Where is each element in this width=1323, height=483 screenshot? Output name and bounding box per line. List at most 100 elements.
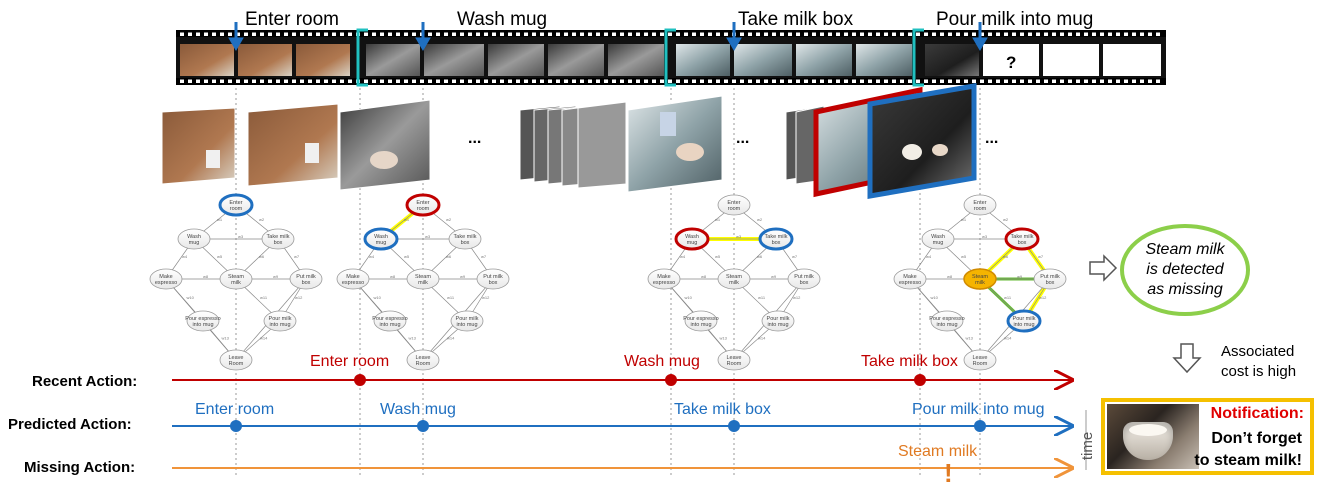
- graph-node-label: Pour espresso: [929, 316, 964, 322]
- graph-node-wash-mug: [921, 228, 955, 250]
- edge-weight-label: w8: [203, 274, 209, 279]
- edge-weight-label: w11: [260, 295, 268, 300]
- edge-weight-label: w9: [771, 274, 777, 279]
- graph-node-leave-room: [963, 349, 997, 371]
- graph-node-label: into mug: [456, 322, 477, 328]
- notification-line-2: to steam milk!: [1194, 452, 1302, 469]
- graph-node-label: Room: [416, 361, 431, 367]
- edge-weight-label: w3: [238, 234, 244, 239]
- edge-weight-label: w1: [217, 217, 223, 222]
- edge-weight-label: w13: [966, 336, 974, 341]
- edge-weight-label: w8: [390, 274, 396, 279]
- graph-node-take-milk-box: [448, 228, 482, 250]
- graph-node-label: Take milk: [454, 234, 477, 240]
- film-strip: ? Enter room Wash mug Take milk box Pour…: [176, 9, 1166, 87]
- graph-node-enter-room: [717, 194, 751, 216]
- graph-node-label: espresso: [155, 280, 177, 286]
- graph-node-put-milk-box: [1033, 268, 1067, 290]
- edge-weight-label: w7: [294, 254, 300, 259]
- graph-node-label: Pour milk: [456, 316, 479, 322]
- timeline-recent: Recent Action: Enter room Wash mug Take …: [32, 353, 1072, 390]
- graph-node-take-milk-box: [758, 227, 794, 251]
- graph-node-label: into mug: [690, 322, 711, 328]
- frames-take-milk-box: [676, 44, 912, 76]
- edge-weight-label: w10: [685, 295, 693, 300]
- edge-weight-label: w11: [758, 295, 766, 300]
- missing-action-marker: !: [944, 458, 953, 483]
- graph-node-label: Pour milk: [1013, 316, 1036, 322]
- graph-node-label: mug: [376, 240, 387, 246]
- image-stack-wash-mug: [339, 99, 431, 191]
- graph-node-enter-room: [405, 193, 441, 217]
- notification-line-1: Don’t forget: [1211, 430, 1302, 447]
- frame-unknown: [983, 44, 1039, 76]
- edge-weight-label: w7: [481, 254, 487, 259]
- recent-action-3: Take milk box: [861, 353, 958, 370]
- graph-node-label: mug: [687, 240, 698, 246]
- edge-weight-label: w9: [460, 274, 466, 279]
- graph-node-label: Room: [229, 361, 244, 367]
- graph-node-label: Take milk: [267, 234, 290, 240]
- graph-node-wash-mug: [177, 228, 211, 250]
- edge-weight-label: w3: [425, 234, 431, 239]
- edge-weight-label: w12: [793, 295, 801, 300]
- graph-node-make-espresso: [893, 268, 927, 290]
- edge-weight-label: w11: [1004, 295, 1012, 300]
- graph-node-take-milk-box: [1004, 227, 1040, 251]
- graph-node-label: box: [461, 240, 470, 246]
- graph-node-label: Make: [903, 274, 916, 280]
- notification-body: Don’t forget to steam milk!: [1194, 428, 1302, 472]
- graph-node-wash-mug: [674, 227, 710, 251]
- graph-node-wash-mug: [363, 227, 399, 251]
- edge-weight-label: w14: [1004, 336, 1012, 341]
- graph-node-pour-milk: [1006, 309, 1042, 333]
- segment-label-wash-mug: Wash mug: [457, 9, 547, 30]
- edge-weight-label: w9: [1017, 274, 1023, 279]
- graph-node-label: into mug: [767, 322, 788, 328]
- graph-node-pour-milk: [761, 310, 795, 332]
- graph-node-make-espresso: [336, 268, 370, 290]
- graph-node-label: Wash: [685, 234, 699, 240]
- graph-node-label: Room: [973, 361, 988, 367]
- graph-node-label: Put milk: [483, 274, 503, 280]
- edge-weight-label: w13: [409, 336, 417, 341]
- graph-node-label: mug: [933, 240, 944, 246]
- graph-node-label: Enter: [229, 200, 242, 206]
- graph-node-label: Pour milk: [767, 316, 790, 322]
- graph-node-make-espresso: [647, 268, 681, 290]
- missing-detection: Steam milk is detected as missing: [1089, 224, 1250, 316]
- notification-title: Notification:: [1210, 405, 1304, 422]
- graph-node-label: box: [302, 280, 311, 286]
- edge-weight-label: w2: [446, 217, 452, 222]
- graph-node-label: Wash: [187, 234, 201, 240]
- graph-node-label: Pour milk: [269, 316, 292, 322]
- graph-node-label: Enter: [973, 200, 986, 206]
- frame-pointer-arrows: [228, 22, 988, 51]
- timeline-predicted: Predicted Action: Enter room Wash mug Ta…: [8, 401, 1072, 433]
- edge-weight-label: w12: [1039, 295, 1047, 300]
- edge-weight-label: w13: [222, 336, 230, 341]
- activity-graph-4: w1w2w3w4w5w6w7w8w9w10w11w12w13w14w15Ente…: [893, 194, 1067, 371]
- graph-node-label: Put milk: [794, 274, 814, 280]
- graph-node-label: Steam: [726, 274, 742, 280]
- graph-node-put-milk-box: [289, 268, 323, 290]
- edge-weight-label: w2: [259, 217, 265, 222]
- graph-node-label: espresso: [342, 280, 364, 286]
- graph-node-steam-milk: [219, 268, 253, 290]
- graph-node-label: milk: [975, 280, 985, 286]
- frames-enter-room: [180, 44, 350, 76]
- edge-weight-label: w6: [1003, 254, 1009, 259]
- graph-node-label: milk: [418, 280, 428, 286]
- cost-note-line-2: cost is high: [1221, 363, 1296, 380]
- graph-node-label: espresso: [653, 280, 675, 286]
- graph-node-label: Put milk: [296, 274, 316, 280]
- graph-node-pour-espresso: [930, 310, 964, 332]
- graph-node-leave-room: [717, 349, 751, 371]
- graph-node-label: Steam: [228, 274, 244, 280]
- graph-node-label: mug: [189, 240, 200, 246]
- edge-weight-label: w4: [680, 254, 686, 259]
- graph-node-label: Pour espresso: [185, 316, 220, 322]
- predicted-action-1: Enter room: [195, 401, 274, 418]
- edge-weight-label: w10: [931, 295, 939, 300]
